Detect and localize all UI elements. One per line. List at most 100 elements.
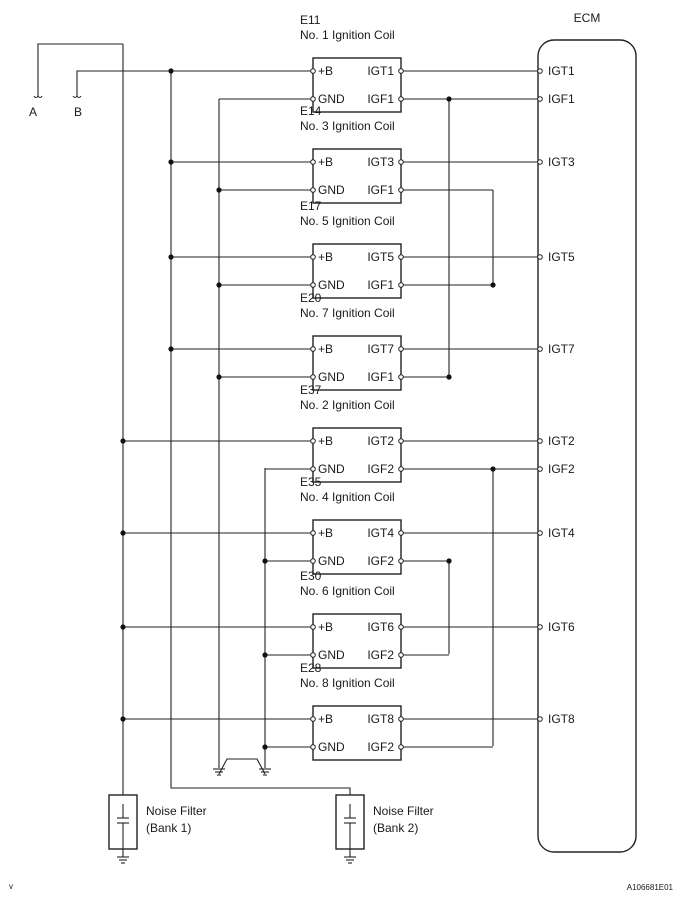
pin-igt: IGT3	[367, 155, 394, 169]
coil-name: No. 8 Ignition Coil	[300, 676, 395, 690]
ecm-pin: IGT7	[537, 342, 575, 356]
coil-name: No. 6 Ignition Coil	[300, 584, 395, 598]
ecm-pin-label: IGT5	[548, 250, 575, 264]
ecm-terminal	[537, 438, 543, 444]
ecm-terminal	[537, 96, 543, 102]
terminal	[310, 438, 316, 444]
ecm-terminal	[537, 254, 543, 260]
junction-dot	[216, 282, 222, 288]
pin-igf: IGF2	[367, 462, 394, 476]
ground-link	[218, 758, 266, 775]
terminal	[310, 466, 316, 472]
ecm-pin-label: IGT1	[548, 64, 575, 78]
terminal	[310, 530, 316, 536]
coil-box	[312, 57, 402, 113]
terminal	[398, 159, 404, 165]
ecm-label: ECM	[574, 11, 601, 25]
coil-connector-code: E37	[300, 383, 322, 397]
coil-connector-code: E11	[300, 13, 321, 27]
pin-igt: IGT8	[367, 712, 394, 726]
ecm-pin: IGT3	[537, 155, 575, 169]
pin-plus-b: +B	[318, 434, 333, 448]
pin-igf: IGF1	[367, 278, 394, 292]
terminal	[398, 652, 404, 658]
terminal	[398, 346, 404, 352]
junction-dot	[490, 282, 496, 288]
coil-box	[312, 148, 402, 204]
coil-name: No. 7 Ignition Coil	[300, 306, 395, 320]
junction-dot	[168, 346, 174, 352]
terminal	[398, 282, 404, 288]
ecm-terminal	[537, 530, 543, 536]
terminal	[398, 96, 404, 102]
junction-dot	[262, 558, 268, 564]
coil-name: No. 3 Ignition Coil	[300, 119, 395, 133]
ground-icon	[117, 856, 129, 864]
terminal	[398, 530, 404, 536]
ecm-pin: IGT5	[537, 250, 575, 264]
connector-a-symbol	[33, 95, 43, 99]
junction-dot	[120, 530, 126, 536]
ecm-block	[537, 39, 637, 853]
pin-igt: IGT7	[367, 342, 394, 356]
junction-dot	[120, 716, 126, 722]
coil-connector-code: E20	[300, 291, 322, 305]
terminal	[398, 466, 404, 472]
terminal	[310, 187, 316, 193]
terminal	[398, 624, 404, 630]
coil-name: No. 2 Ignition Coil	[300, 398, 395, 412]
terminal	[310, 346, 316, 352]
coil-connector-code: E28	[300, 661, 322, 675]
ecm-terminal	[537, 716, 543, 722]
terminal	[310, 558, 316, 564]
pin-igf: IGF2	[367, 648, 394, 662]
bank2-power-bus	[170, 71, 351, 795]
ecm-terminal	[537, 624, 543, 630]
figure-id: A106681E01	[627, 883, 674, 892]
terminal	[398, 558, 404, 564]
terminal	[398, 254, 404, 260]
pin-plus-b: +B	[318, 342, 333, 356]
junction-dot	[168, 254, 174, 260]
ecm-pin-label: IGT7	[548, 342, 575, 356]
connector-b-symbol	[72, 95, 82, 99]
junction-dot	[262, 652, 268, 658]
coil-box	[312, 613, 402, 669]
junction-dot	[120, 624, 126, 630]
pin-igt: IGT4	[367, 526, 394, 540]
ecm-terminal	[537, 159, 543, 165]
ecm-terminal	[537, 68, 543, 74]
junction-dot	[168, 68, 174, 74]
pin-plus-b: +B	[318, 155, 333, 169]
wire-a	[37, 43, 123, 96]
terminal	[310, 624, 316, 630]
noise-filter-bank1-line2: (Bank 1)	[146, 821, 191, 835]
pin-igf: IGF1	[367, 370, 394, 384]
terminal	[310, 96, 316, 102]
pin-igt: IGT6	[367, 620, 394, 634]
terminal	[310, 159, 316, 165]
junction-dot	[262, 744, 268, 750]
ecm-pin-label: IGT8	[548, 712, 575, 726]
junction-dot	[216, 374, 222, 380]
ecm-pin-label: IGT6	[548, 620, 575, 634]
terminal	[310, 254, 316, 260]
pin-gnd: GND	[318, 92, 345, 106]
coil-name: No. 1 Ignition Coil	[300, 28, 395, 42]
pin-igf: IGF1	[367, 92, 394, 106]
terminal	[310, 744, 316, 750]
pin-igt: IGT5	[367, 250, 394, 264]
ecm-pin: IGT1	[537, 64, 575, 78]
junction-dot	[490, 466, 496, 472]
coil-name: No. 4 Ignition Coil	[300, 490, 395, 504]
terminal	[310, 652, 316, 658]
ecm-pin-label: IGF2	[548, 462, 575, 476]
coil-connector-code: E17	[300, 199, 322, 213]
ecm-pin-label: IGT2	[548, 434, 575, 448]
ecm-pin: IGF2	[537, 462, 575, 476]
pin-gnd: GND	[318, 370, 345, 384]
